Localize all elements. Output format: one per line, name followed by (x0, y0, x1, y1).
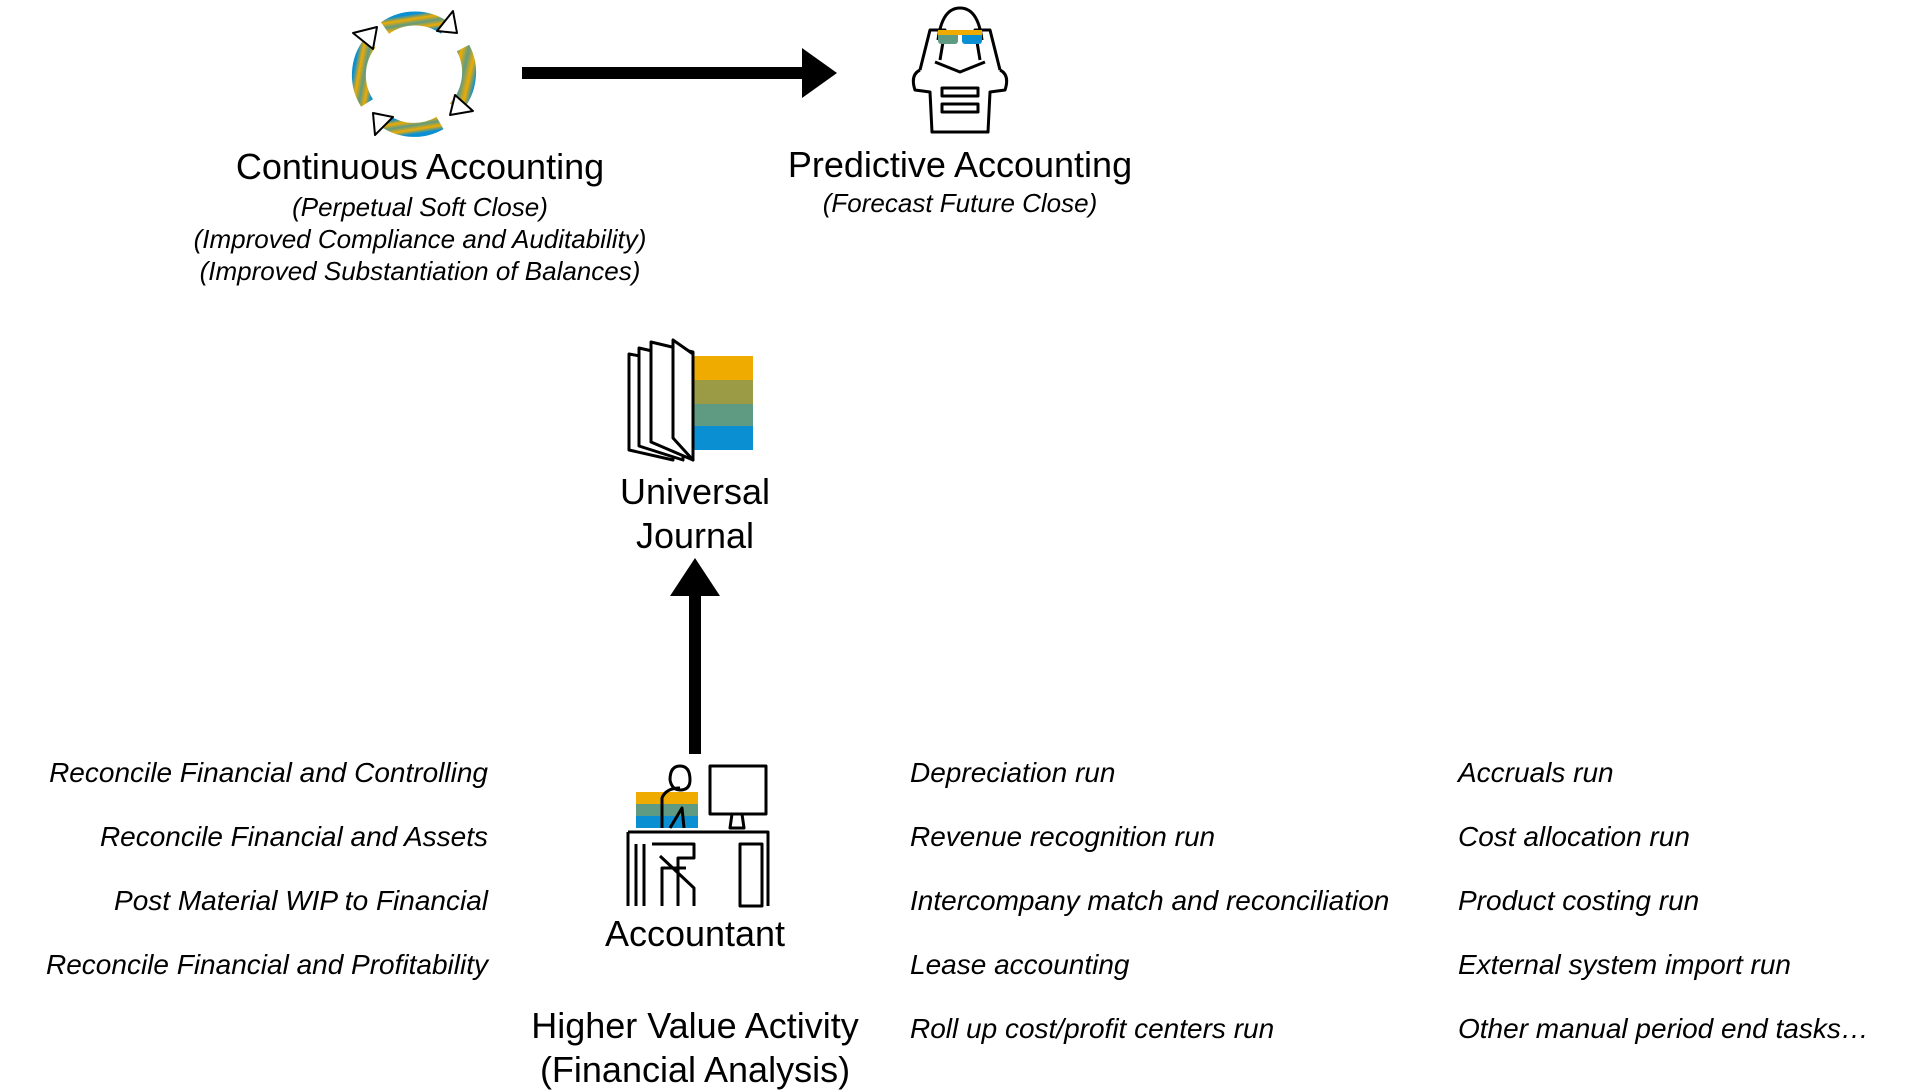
accountant-at-desk-icon (626, 764, 770, 908)
task-right-5: Other manual period end tasks… (1458, 1013, 1869, 1044)
universal-journal-label: Universal Journal (560, 470, 830, 558)
higher-value-activity: Higher Value Activity (Financial Analysi… (480, 1004, 910, 1092)
task-left-3: Post Material WIP to Financial (114, 885, 488, 916)
universal-journal-line-2: Journal (635, 515, 755, 556)
continuous-line-3: (Improved Substantiation of Balances) (199, 256, 641, 286)
continuous-accounting-title: Continuous Accounting (235, 146, 605, 187)
vertical-arrow (670, 558, 720, 754)
task-middle-2: Revenue recognition run (910, 821, 1216, 852)
continuous-line-2: (Improved Compliance and Auditability) (193, 224, 647, 254)
cycle-arrows-icon (351, 10, 477, 137)
task-left-4: Reconcile Financial and Profitability (46, 949, 488, 980)
task-right-3: Product costing run (1458, 885, 1700, 916)
universal-journal-line-1: Universal (619, 471, 771, 512)
horizontal-arrow (522, 48, 837, 98)
task-middle-3: Intercompany match and reconciliation (910, 885, 1390, 916)
task-left-2: Reconcile Financial and Assets (99, 821, 488, 852)
person-binoculars-icon (911, 6, 1009, 134)
task-middle-5: Roll up cost/profit centers run (910, 1013, 1275, 1044)
task-right-2: Cost allocation run (1458, 821, 1690, 852)
continuous-line-1: (Perpetual Soft Close) (292, 192, 548, 222)
predictive-line-1: (Forecast Future Close) (822, 188, 1098, 218)
predictive-accounting-block: Predictive Accounting (Forecast Future C… (740, 143, 1180, 219)
higher-value-line-2: (Financial Analysis) (539, 1049, 851, 1090)
predictive-accounting-title: Predictive Accounting (787, 144, 1133, 185)
task-right-4: External system import run (1458, 949, 1791, 980)
task-left-1: Reconcile Financial and Controlling (49, 757, 488, 788)
higher-value-line-1: Higher Value Activity (531, 1005, 859, 1046)
open-book-icon (627, 338, 753, 462)
task-right-1: Accruals run (1458, 757, 1614, 788)
continuous-accounting-block: Continuous Accounting (Perpetual Soft Cl… (155, 145, 685, 287)
task-middle-4: Lease accounting (910, 949, 1130, 980)
task-middle-1: Depreciation run (910, 757, 1116, 788)
accountant-label: Accountant (604, 913, 786, 954)
